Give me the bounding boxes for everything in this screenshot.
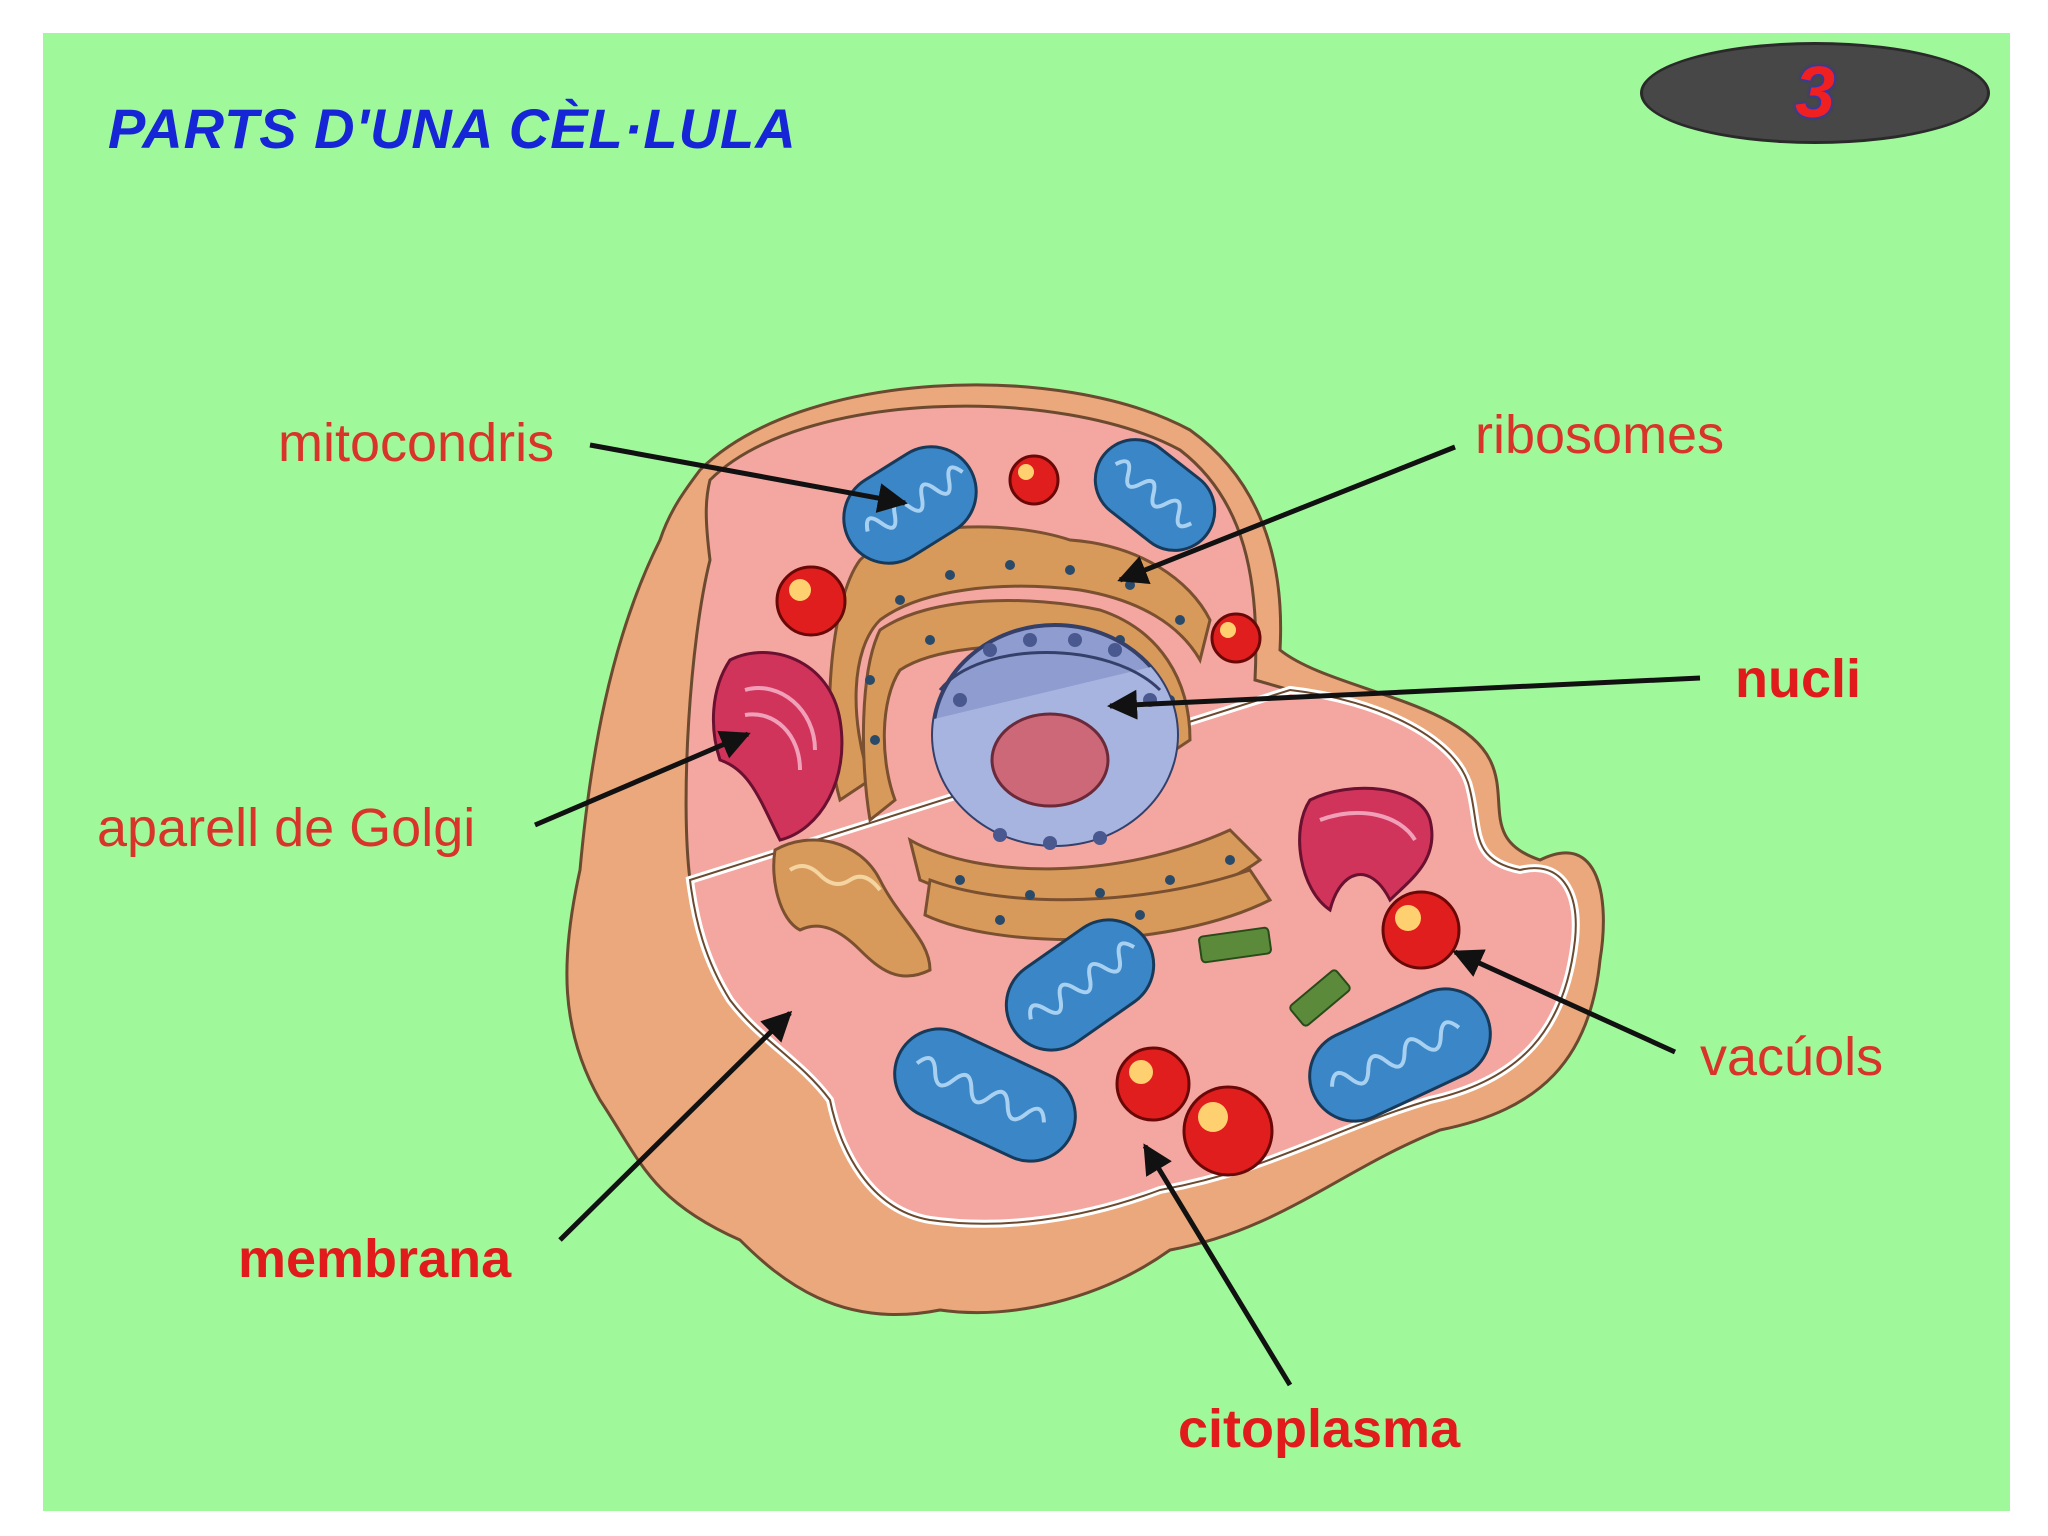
arrow-mitocondris: [589, 442, 908, 513]
slide-number: 3: [1794, 53, 1836, 133]
smooth-er: [772, 838, 932, 978]
label-golgi: aparell de Golgi: [97, 798, 476, 858]
page-title: PARTS D'UNA CÈL·LULA: [108, 97, 797, 160]
arrow-vacuols: [1452, 949, 1677, 1055]
centrioles: [1198, 926, 1351, 1027]
label-citoplasma: citoplasma: [1178, 1399, 1461, 1459]
label-membrana: membrana: [238, 1229, 512, 1289]
label-mitocondris: mitocondris: [278, 413, 555, 473]
arrow-golgi: [534, 730, 751, 828]
mitochondria: [842, 438, 1492, 1163]
label-ribosomes: ribosomes: [1475, 405, 1725, 465]
arrow-ribosomes: [1117, 444, 1456, 584]
label-vacuols: vacúols: [1700, 1027, 1884, 1087]
nucleolus: [990, 712, 1110, 808]
arrow-citoplasma: [1142, 1143, 1293, 1387]
slide-number-badge[interactable]: 3: [1640, 42, 1990, 144]
golgi-apparatus: [712, 651, 1434, 913]
arrow-membrana: [558, 1010, 793, 1242]
arrow-nucli: [1107, 675, 1701, 720]
label-nucli: nucli: [1735, 649, 1862, 709]
